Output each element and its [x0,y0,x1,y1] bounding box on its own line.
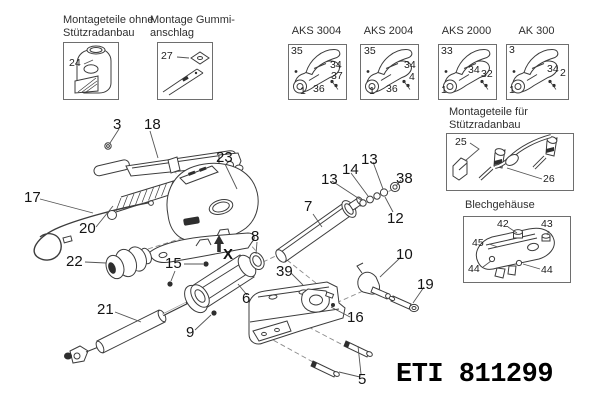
part-label-7: 7 [304,198,313,215]
box-blechgehaeuse [463,216,571,283]
part-label-5: 5 [358,371,367,388]
box-aks-2004 [360,44,419,100]
title-line: Stützradanbau [63,26,135,39]
part-label-18: 18 [144,116,161,133]
part-label-34: 34 [547,63,559,75]
part-label-6: 6 [242,290,251,307]
part-3-nut [104,142,112,150]
direction-marker-x: X [223,246,234,263]
part-39-frame-bracket [248,281,346,345]
part-label-22: 22 [66,253,83,270]
part-17-breakaway-cable [33,200,154,261]
inset-27-drawing [162,51,210,96]
part-23-housing-cover [149,162,259,263]
part-label-38: 38 [396,170,413,187]
part-label-32: 32 [481,68,493,80]
part-label-24: 24 [69,57,81,69]
part-label-10: 10 [396,246,413,263]
part-label-9: 9 [186,324,195,341]
part-label-45: 45 [472,237,484,249]
title-aks-2000: AKS 2000 [441,25,492,37]
part-label-35: 35 [364,45,376,57]
part-label-17: 17 [24,189,41,206]
title-aks-2004: AKS 2004 [363,25,414,37]
part-label-44: 44 [541,264,553,276]
part-16-clamp [301,288,335,313]
part-8-seal-ring [249,251,265,271]
part-label-36: 36 [386,83,398,95]
part-label-25: 25 [455,136,467,148]
part-10-pawl [356,262,391,300]
part-label-20: 20 [79,220,96,237]
part-label-8: 8 [251,228,260,245]
box-ak-300 [506,44,569,100]
part-label-35: 35 [291,45,303,57]
box-aks-3004 [288,44,347,100]
part-label-42: 42 [497,218,509,230]
part-label-1: 1 [441,84,447,96]
part-label-21: 21 [97,301,114,318]
part-label-27: 27 [161,50,173,62]
part-label-1: 1 [509,84,515,96]
part-label-3: 3 [113,116,122,133]
title-montage-fuer: Montageteile für Stützradanbau [449,106,528,131]
title-aks-3004: AKS 3004 [291,25,342,37]
title-line: Montageteile ohne [63,14,154,26]
part-7-shaft [275,196,364,263]
title-line: Montageteile für [449,106,528,118]
up-arrow-icon [214,235,224,252]
part-label-13: 13 [321,171,338,188]
part-label-34: 34 [404,59,416,71]
part-label-43: 43 [541,218,553,230]
part-label-4: 4 [409,71,415,83]
part-label-16: 16 [347,309,364,326]
box-montage-gummi [157,42,213,100]
part-label-37: 37 [331,70,343,82]
part-22-bellows [105,246,152,280]
part-label-34: 34 [330,59,342,71]
part-label-12: 12 [387,210,404,227]
part-label-36: 36 [313,83,325,95]
title-montage-gummi: Montage Gummi- anschlag [150,14,235,39]
inset-blechgehaeuse-drawing [475,226,555,279]
part-label-2: 2 [560,67,566,79]
title-blechgehaeuse: Blechgehäuse [465,199,535,211]
parts-15-9-pins [167,261,217,316]
box-montage-ohne [63,42,119,100]
inset-25-26-drawing [452,134,558,181]
part-label-1: 1 [369,85,375,97]
title-montage-ohne: Montageteile ohne Stützradanbau [63,14,154,39]
parts-5-bolts [310,340,373,378]
eti-number: ETI 811299 [396,360,554,390]
part-label-44: 44 [468,263,480,275]
parts-13-14-12-washers [359,188,389,207]
title-line: anschlag [150,26,195,39]
inset-24-drawing [74,45,112,94]
part-label-23: 23 [216,149,233,166]
title-ak-300: AK 300 [518,25,555,37]
part-label-19: 19 [417,276,434,293]
part-label-14: 14 [342,161,359,178]
leader-lines [39,128,425,378]
part-label-33: 33 [441,45,453,57]
box-aks-2000 [438,44,497,100]
title-line: Montage Gummi- [150,14,235,26]
part-6-main-tube [184,254,257,314]
title-line: Stützradanbau [449,118,521,131]
part-label-3: 3 [509,44,515,56]
part-label-26: 26 [543,173,555,185]
part-19-bolt [388,295,419,313]
part-21-damper [64,301,188,364]
part-label-1: 1 [300,85,306,97]
part-label-15: 15 [165,255,182,272]
box-montage-fuer [446,133,574,191]
part-label-34: 34 [468,64,480,76]
part-label-13: 13 [361,151,378,168]
part-label-39: 39 [276,263,293,280]
